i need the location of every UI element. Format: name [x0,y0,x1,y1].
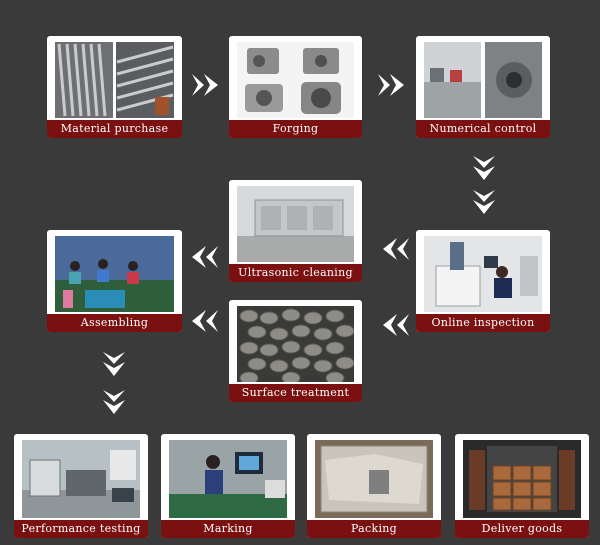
arrow-right-icon [378,74,406,96]
arrow-right-icon [192,74,220,96]
arrow-down-icon [473,156,495,214]
ultrasonic-cleaning-photo [237,186,354,262]
performance-testing-label: Performance testing [14,520,148,538]
step-material-purchase: Material purchase [47,36,182,138]
arrow-left-icon [190,310,218,332]
online-inspection-photo [424,236,542,312]
assembling-label: Assembling [47,314,182,332]
packing-photo [315,440,433,518]
surface-treatment-label: Surface treatment [229,384,362,402]
step-numerical-control: Numerical control [416,36,550,138]
numerical-control-photo [424,42,542,118]
forging-photo [237,42,354,118]
material-purchase-photo [55,42,174,118]
arrow-down-icon [103,352,125,414]
arrow-left-icon [381,314,409,336]
performance-testing-photo [22,440,140,518]
ultrasonic-cleaning-label: Ultrasonic cleaning [229,264,362,282]
assembling-photo [55,236,174,312]
arrow-left-icon [381,238,409,260]
arrow-left-icon [190,246,218,268]
marking-photo [169,440,287,518]
step-performance-testing: Performance testing [14,434,148,538]
online-inspection-label: Online inspection [416,314,550,332]
step-ultrasonic-cleaning: Ultrasonic cleaning [229,180,362,282]
step-marking: Marking [161,434,295,538]
step-deliver-goods: Deliver goods [455,434,589,538]
numerical-control-label: Numerical control [416,120,550,138]
deliver-goods-label: Deliver goods [455,520,589,538]
surface-treatment-photo [237,306,354,382]
packing-label: Packing [307,520,441,538]
forging-label: Forging [229,120,362,138]
marking-label: Marking [161,520,295,538]
step-online-inspection: Online inspection [416,230,550,332]
step-packing: Packing [307,434,441,538]
material-purchase-label: Material purchase [47,120,182,138]
step-surface-treatment: Surface treatment [229,300,362,402]
step-assembling: Assembling [47,230,182,332]
deliver-goods-photo [463,440,581,518]
step-forging: Forging [229,36,362,138]
